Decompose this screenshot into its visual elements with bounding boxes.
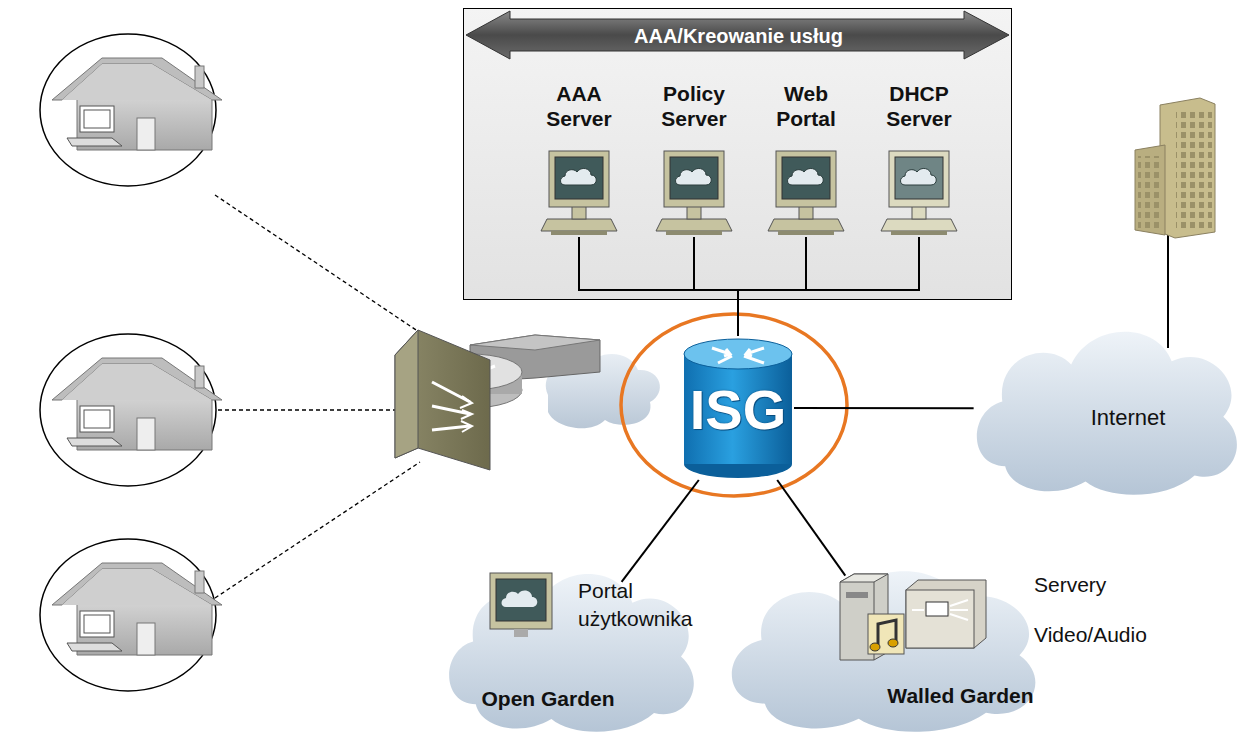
network-link	[794, 407, 974, 409]
server-name: AAA Server	[524, 81, 634, 131]
network-link	[777, 480, 845, 576]
cloud-label: Walled Garden	[848, 682, 1073, 710]
cloud-icons	[965, 312, 1252, 497]
cloud-label: Internet	[1068, 404, 1188, 432]
isg-router: ISG	[682, 336, 794, 480]
server-shape	[656, 151, 732, 237]
band-title: AAA/Kreowanie usług	[464, 20, 1013, 52]
cloud-label: Open Garden	[438, 685, 658, 713]
server-node: DHCP Server	[864, 81, 974, 237]
network-link	[738, 237, 919, 336]
cloud-shape	[965, 312, 1252, 497]
office-building	[1135, 98, 1215, 348]
label-text: Web Portal	[758, 81, 854, 131]
server-name: Web Portal	[751, 81, 861, 131]
houses	[40, 34, 428, 691]
home	[40, 334, 222, 486]
server-shape	[541, 151, 617, 237]
server-name: DHCP Server	[864, 81, 974, 131]
server-shape	[881, 151, 957, 237]
home	[40, 539, 222, 691]
servers-label: Servery Video/Audio	[1034, 560, 1159, 660]
server-node: AAA Server	[524, 81, 634, 237]
network-link	[738, 237, 806, 336]
access-line	[218, 409, 395, 410]
access-line	[215, 462, 420, 598]
server-shape	[768, 151, 844, 237]
network-cloud: Portal użytkownikaOpen Garden	[438, 555, 708, 734]
label-text: Policy Server	[646, 81, 742, 131]
highlight-ring	[621, 314, 847, 496]
network-cloud: Servery Video/AudioWalled Garden	[718, 552, 1053, 734]
network-cloud: Internet	[965, 312, 1252, 497]
label-text: DHCP Server	[871, 81, 967, 131]
router-label: ISG	[682, 378, 794, 442]
network-link	[622, 480, 699, 582]
home	[40, 34, 222, 186]
network-link	[579, 237, 738, 336]
network-link	[694, 237, 738, 336]
label-text: AAA Server	[531, 81, 627, 131]
service-panel: AAA Server Policy Server Web Portal DHCP Se…	[463, 8, 1012, 300]
server-node: Policy Server	[639, 81, 749, 237]
portal-label: Portal użytkownika	[578, 577, 706, 633]
server-node: Web Portal	[751, 81, 861, 237]
server-name: Policy Server	[639, 81, 749, 131]
panel-ground	[463, 8, 1012, 300]
access-line	[215, 195, 428, 338]
